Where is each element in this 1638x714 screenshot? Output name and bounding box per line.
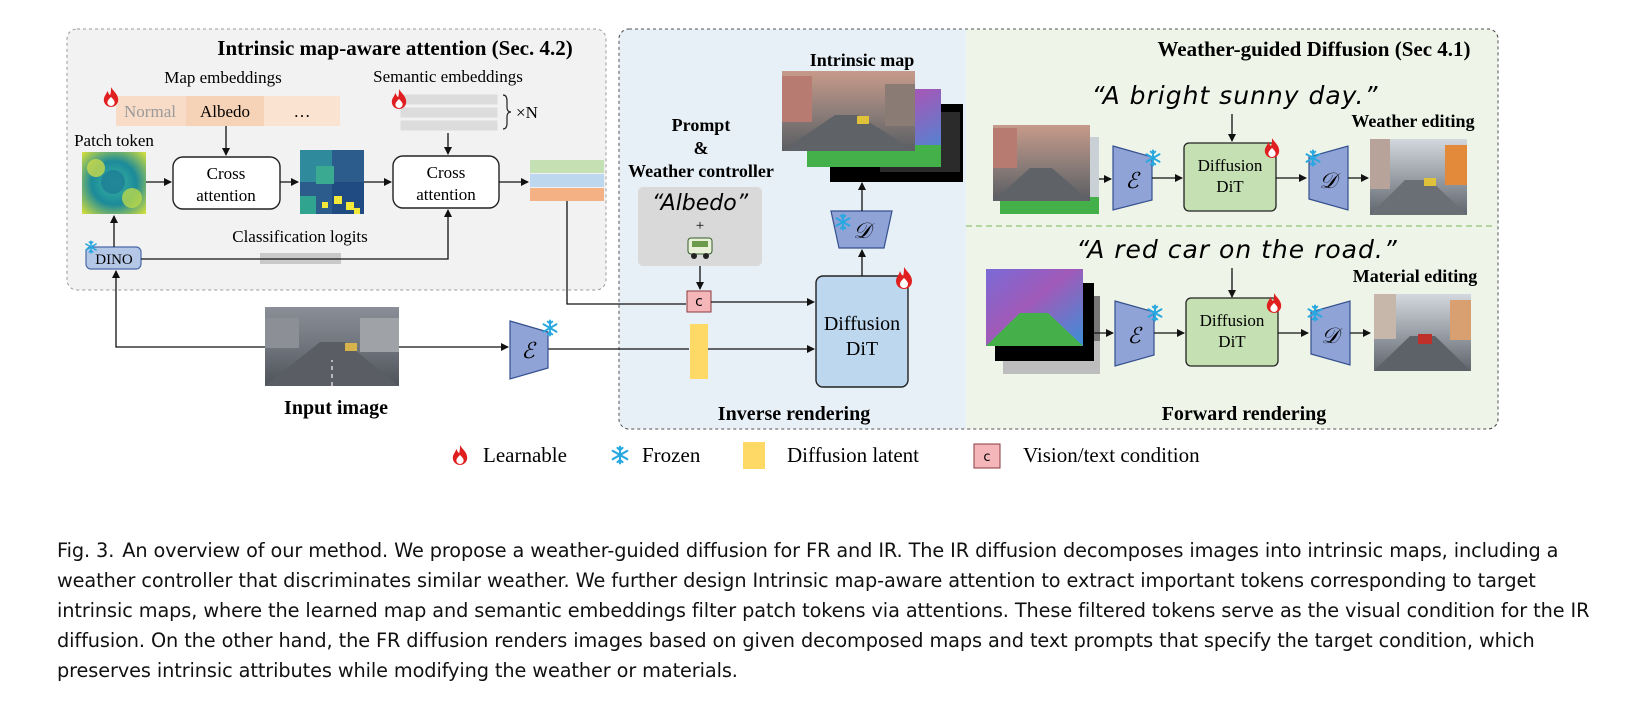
intrinsic-map-label: Intrinsic map (810, 50, 915, 70)
condition-symbol: c (695, 294, 703, 310)
fr-diffusion-weather-line1: Diffusion (1198, 156, 1263, 175)
weather-edited-image (1370, 139, 1467, 215)
ir-decoder: 𝒟 (830, 210, 893, 249)
dino-label: DINO (95, 252, 133, 268)
patch-token-label: Patch token (74, 131, 154, 150)
weather-prompt: “A bright sunny day.” (1092, 81, 1379, 110)
weather-panel-title: Weather-guided Diffusion (Sec 4.1) (1157, 37, 1470, 61)
input-image-label: Input image (284, 397, 388, 419)
controller-line2: & (694, 138, 709, 158)
figure-caption: Fig. 3.An overview of our method. We pro… (57, 536, 1597, 686)
map-embeddings-label: Map embeddings (164, 68, 282, 87)
fr-diffusion-material-line2: DiT (1218, 332, 1246, 351)
legend-condition-swatch (973, 443, 1001, 469)
legend-latent: Diffusion latent (787, 443, 919, 467)
fr-decoder-weather: 𝒟 (1308, 145, 1349, 211)
ir-diffusion-line2: DiT (846, 338, 878, 360)
chip-albedo: Albedo (200, 102, 250, 121)
caption-text: An overview of our method. We propose a … (57, 539, 1590, 682)
input-image (265, 307, 399, 386)
fr-encoder-material-symbol: ℰ (1127, 323, 1143, 348)
fr-encoder-material: ℰ (1114, 300, 1155, 367)
forward-rendering-label: Forward rendering (1162, 403, 1327, 425)
car-icon (687, 237, 713, 259)
fr-decoder-weather-symbol: 𝒟 (1319, 168, 1341, 193)
attention-panel: Intrinsic map-aware attention (Sec. 4.2)… (66, 28, 607, 291)
fr-decoder-material-symbol: 𝒟 (1321, 323, 1343, 348)
map-embedding-chips: Normal Albedo … (116, 96, 340, 126)
ir-encoder-symbol: ℰ (521, 338, 537, 363)
controller-line1: Prompt (672, 115, 731, 135)
caption-label: Fig. 3. (57, 539, 115, 562)
legend-condition-symbol: c (983, 450, 990, 465)
weather-input-stack (993, 125, 1099, 214)
cross-attention-box-1 (172, 156, 281, 210)
material-editing-label: Material editing (1353, 266, 1477, 286)
diffusion-latent (690, 324, 708, 379)
fr-diffusion-weather: Diffusion DiT (1183, 142, 1277, 212)
fr-diffusion-material: Diffusion DiT (1185, 297, 1279, 367)
weather-editing-label: Weather editing (1351, 111, 1474, 131)
chip-ellipsis: … (294, 102, 311, 121)
fr-encoder-weather-symbol: ℰ (1125, 168, 1141, 193)
flame-icon (452, 445, 468, 465)
semantic-embeddings-label: Semantic embeddings (373, 67, 523, 86)
material-edited-image (1374, 294, 1471, 371)
controller-plus: + (696, 218, 704, 234)
fr-encoder-weather: ℰ (1112, 145, 1153, 211)
legend-learnable: Learnable (483, 443, 567, 467)
fr-decoder-material: 𝒟 (1310, 300, 1351, 366)
legend-latent-swatch (743, 442, 765, 469)
classification-logits-label: Classification logits (232, 227, 368, 246)
fr-diffusion-weather-line2: DiT (1216, 177, 1244, 196)
material-prompt: “A red car on the road.” (1076, 235, 1398, 264)
inverse-rendering-label: Inverse rendering (718, 403, 870, 425)
filtered-tokens (530, 160, 604, 201)
intrinsic-map-stack (782, 71, 963, 182)
controller-line3: Weather controller (628, 161, 774, 181)
weather-controller: Prompt & Weather controller “Albedo” + c (628, 115, 774, 313)
chip-normal: Normal (124, 102, 176, 121)
snowflake-icon (611, 445, 629, 465)
times-n-label: ×N (516, 103, 538, 122)
legend-condition: Vision/text condition (1023, 443, 1200, 467)
attention-heatmap (300, 150, 364, 214)
fr-diffusion-material-line1: Diffusion (1200, 311, 1265, 330)
ir-decoder-symbol: 𝒟 (853, 218, 875, 243)
material-input-stack (986, 269, 1100, 374)
method-overview-diagram: Intrinsic map-aware attention (Sec. 4.2)… (66, 28, 1499, 469)
ir-diffusion-dit: Diffusion DiT (815, 275, 909, 388)
attention-panel-title: Intrinsic map-aware attention (Sec. 4.2) (217, 36, 572, 60)
legend-frozen: Frozen (642, 443, 701, 467)
patch-token-map (82, 152, 146, 214)
ir-diffusion-line1: Diffusion (824, 313, 900, 335)
ir-encoder: ℰ (509, 320, 549, 380)
cross-attention-1-line1: Cross (207, 164, 246, 183)
legend: Learnable Frozen Diffusion latent c Visi… (452, 442, 1200, 469)
cross-attention-2-line1: Cross (427, 163, 466, 182)
controller-quote: “Albedo” (652, 191, 749, 216)
cross-attention-1-line2: attention (196, 186, 256, 205)
cross-attention-2-line2: attention (416, 185, 476, 204)
